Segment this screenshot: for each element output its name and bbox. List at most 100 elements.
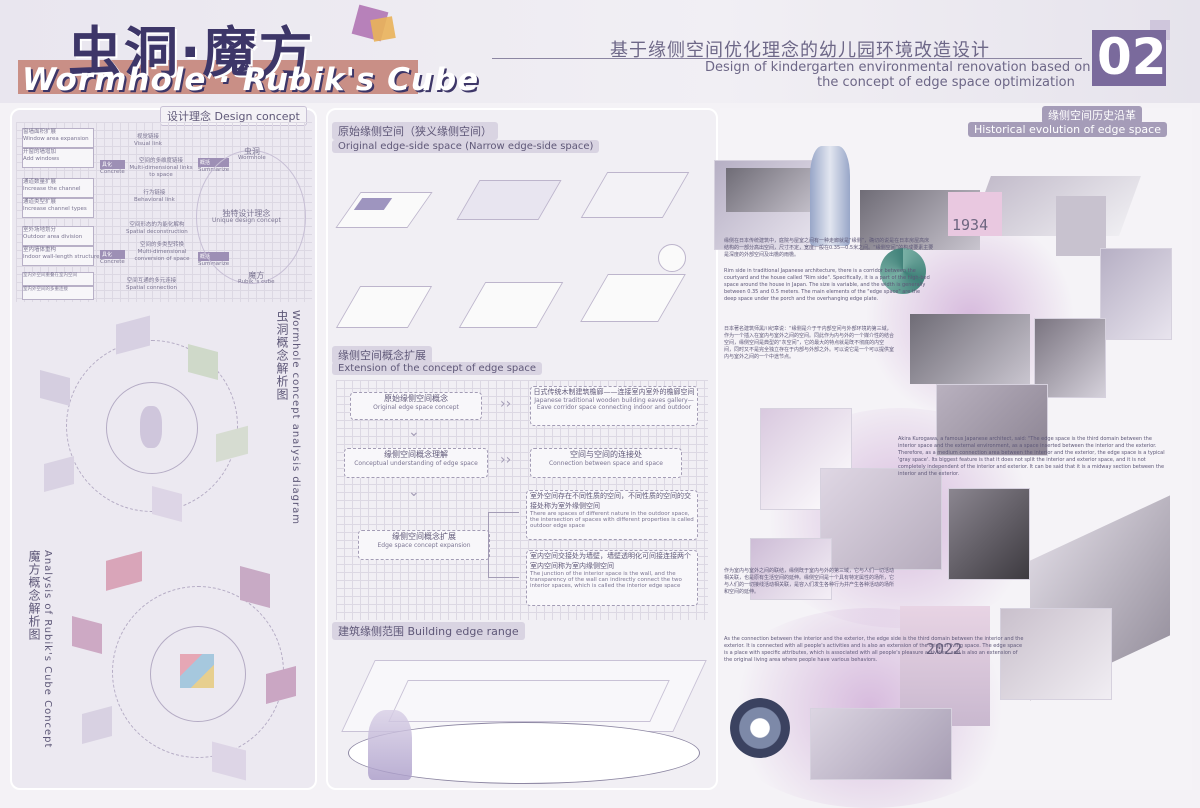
rubik-concept-diagram	[72, 550, 312, 785]
umbrella-icon	[880, 248, 926, 294]
item-en: Outdoor area division	[23, 234, 83, 240]
page-title-cn: 基于缘侧空间优化理念的幼儿园环境改造设计	[610, 40, 990, 61]
people-photo	[936, 384, 1048, 456]
history-paragraph-1-en: Rim side in traditional Japanese archite…	[724, 268, 930, 302]
page-title-en-line1: Design of kindergarten environmental ren…	[705, 60, 1091, 75]
item-box-2: 开窗的墙增加 Add windows	[22, 148, 94, 168]
item-cn: 室外场地划分	[23, 227, 57, 233]
item-box-8: 室内外空间的多重连接	[22, 286, 94, 300]
rubik-en: Rubik 's cube	[238, 279, 275, 285]
concrete-tag-1: 具化 Concrete	[100, 160, 125, 176]
original-space-illustrations	[335, 170, 702, 340]
spatial-conn-cn: 空间互通的多元连接	[126, 278, 177, 284]
box-en: Edge space concept expansion	[377, 542, 471, 549]
behavioral-link-en: Behavioral link	[134, 197, 175, 203]
year-1934: 1934	[952, 216, 989, 234]
wormhole-concept-diagram	[36, 310, 266, 530]
rubik-cube-icon	[180, 654, 214, 688]
wormhole-concept-cn: 虫洞概念解析图	[275, 310, 289, 401]
concrete-tag-2: 具化 Concrete	[100, 250, 125, 266]
concrete-en: Concrete	[100, 169, 125, 175]
rubik-cn: 魔方	[248, 271, 265, 280]
original-space-title-en: Original edge-side space (Narrow edge-si…	[332, 140, 600, 153]
visual-link-cn: 视觉链接	[136, 134, 159, 140]
logo-english: Wormhole · Rubik's Cube	[22, 62, 480, 98]
spatial-decon-en: Spatial deconstruction	[126, 229, 188, 235]
ship-photo	[750, 538, 832, 600]
item-box-7: 室内外空间重叠在室内空间	[22, 272, 94, 286]
history-paragraph-3-cn: 作为室内与室外之间的联结，缘侧既于室内与外的第三域，它与人们一切活动相关联，也是…	[724, 568, 895, 595]
box-cn: 缘侧空间概念扩展	[392, 532, 456, 541]
cube-module-icon	[40, 369, 70, 407]
multi-link-en: Multi-dimensional links to space	[129, 165, 193, 178]
item-box-4: 通道类型扩展 Increase channel types	[22, 198, 94, 218]
branch-connector	[488, 512, 519, 578]
spatial-conn-en: Spatial connection	[126, 285, 177, 291]
detail-zoom-icon	[658, 244, 686, 272]
item-cn: 窗墙面积扩展	[23, 129, 57, 135]
edge-space-panel: 原始缘侧空间（狭义缘侧空间） Original edge-side space …	[326, 108, 718, 790]
logo-chinese: 虫洞·魔方	[68, 21, 315, 84]
item-en: Indoor wall-length structure	[23, 254, 100, 260]
item-box-3: 通道数量扩展 Increase the channel	[22, 178, 94, 198]
rubik-concept-en: Analysis of Rubik's Cube Concept	[42, 550, 53, 749]
spatial-decon-cn: 空间形态的为能化解构	[129, 222, 185, 228]
item-cn: 室内墙体重构	[23, 247, 57, 253]
house-sketch	[458, 282, 564, 328]
interior-photo	[1100, 248, 1172, 340]
building-roof-sketch	[388, 680, 670, 722]
pink-tower-photo	[900, 606, 990, 726]
item-cn: 室内外空间重叠在室内空间	[23, 273, 77, 278]
architect-portrait	[948, 488, 1030, 580]
multi-conv-cn: 空间的多类型转换	[139, 242, 184, 248]
summarize-cn: 概括	[198, 158, 230, 167]
page-title-en-line2: the concept of edge space optimization	[817, 75, 1075, 90]
item-cn: 通道类型扩展	[23, 199, 57, 205]
multi-link: 空间的多维度链接 Multi-dimensional links to spac…	[126, 158, 196, 179]
chevron-right-icon: ››	[500, 396, 512, 412]
box-japanese-eaves: 日式传统木制建筑檐廊——连接室内室外的檐廊空间 Japanese traditi…	[530, 386, 698, 426]
history-title-en: Historical evolution of edge space	[968, 122, 1167, 137]
spatial-conn: 空间互通的多元连接 Spatial connection	[126, 278, 177, 292]
box-en: Conceptual understanding of edge space	[354, 460, 478, 467]
box-en: Connection between space and space	[548, 460, 663, 467]
concept-diagram: 窗墙面积扩展 Window area expansion 开窗的墙增加 Add …	[16, 122, 312, 302]
wormhole-icon	[140, 406, 162, 448]
extension-title-cn: 缘侧空间概念扩展	[332, 346, 432, 364]
extension-flow-diagram: 原始缘侧空间概念 Original edge space concept ›› …	[336, 380, 708, 620]
item-box-5: 室外场地划分 Outdoor area division	[22, 226, 94, 246]
item-cn: 室内外空间的多重连接	[23, 287, 68, 292]
item-cn: 通道数量扩展	[23, 179, 57, 185]
box-original-concept: 原始缘侧空间概念 Original edge space concept	[350, 392, 482, 420]
box-cn: 空间与空间的连接处	[570, 450, 642, 459]
building-edge-range-illustration	[338, 640, 708, 786]
museum-photo	[910, 314, 1030, 384]
history-paragraph-1-cn: 缘侧在日本传统建筑中，庭院与屋室之间有一种走廊就是“缘侧”，确切的说是在日本房屋…	[724, 238, 934, 258]
cube-accent-icon	[370, 16, 396, 42]
building-facade-photo	[948, 192, 1002, 236]
box-en: The junction of the interior space is th…	[530, 571, 682, 589]
house-sketch	[335, 286, 433, 328]
unique-concept-cn: 独特设计理念	[222, 209, 271, 218]
rubik-node: 魔方 Rubik 's cube	[238, 272, 275, 286]
concrete-cn: 具化	[100, 250, 125, 259]
inner-ring	[106, 382, 198, 474]
history-paragraph-3-en: As the connection between the interior a…	[724, 636, 1024, 663]
box-concept-expansion: 缘侧空间概念扩展 Edge space concept expansion	[358, 530, 490, 560]
modern-interior-photo	[1000, 608, 1112, 700]
cube-module-icon	[106, 551, 142, 591]
building-edge-range-title: 建筑缘侧范围 Building edge range	[332, 622, 525, 640]
history-paragraph-2-en: Akira Kurogawa, a famous Japanese archit…	[898, 436, 1165, 477]
unique-concept-en: Unique design concept	[212, 217, 281, 224]
behavioral-link-cn: 行为链接	[143, 190, 166, 196]
page-number: 02	[1097, 28, 1167, 86]
title-divider	[492, 58, 1082, 59]
children-figure	[368, 710, 412, 780]
inner-ring	[150, 626, 246, 722]
box-concept-understanding: 缘侧空间概念理解 Conceptual understanding of edg…	[344, 448, 488, 478]
round-window-photo	[730, 698, 790, 758]
block-sketch	[456, 180, 562, 220]
chevron-right-icon: ››	[500, 452, 512, 468]
year-2022: 2022	[926, 640, 963, 658]
behavioral-link: 行为链接 Behavioral link	[134, 190, 175, 204]
